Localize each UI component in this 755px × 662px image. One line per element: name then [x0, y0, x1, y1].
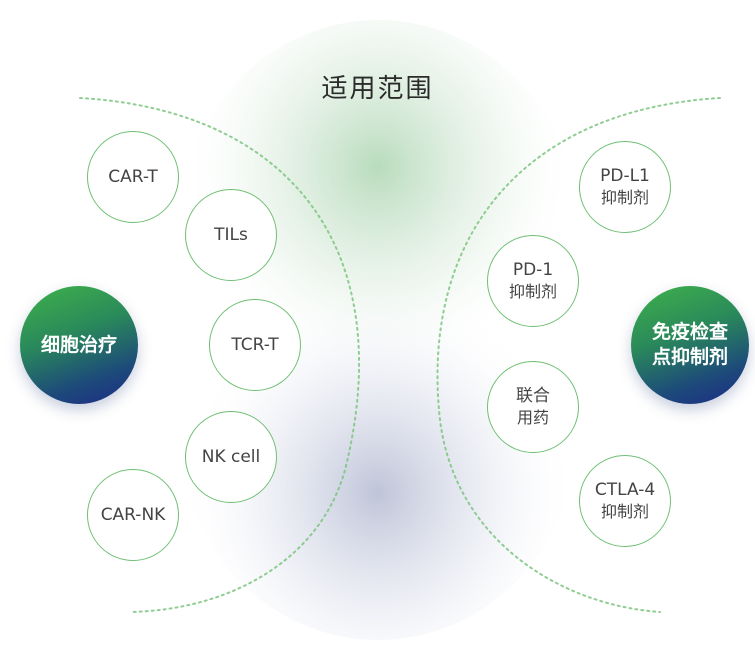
item-label-line1: 联合 — [516, 386, 550, 406]
item-car-t: CAR-T — [87, 131, 179, 223]
hub-label-line2: 点抑制剂 — [651, 346, 728, 368]
item-label-line1: PD-1 — [512, 260, 554, 280]
item-label-line1: PD-L1 — [600, 166, 650, 186]
item-label: TCR-T — [231, 335, 279, 355]
item-combination-therapy: 联合 用药 — [487, 361, 579, 453]
item-label: CAR-T — [108, 167, 158, 187]
item-pd-l1-inhibitor: PD-L1 抑制剂 — [579, 141, 671, 233]
right-dotted-arc — [436, 97, 721, 613]
item-label: NK cell — [201, 447, 261, 467]
item-nk-cell: NK cell — [185, 411, 277, 503]
left-dotted-arc — [79, 97, 360, 613]
hub-label-line1: 免疫检查 — [651, 321, 728, 343]
section-title: 适用范围 — [321, 74, 434, 104]
hub-label: 细胞治疗 — [40, 333, 117, 356]
item-label: CAR-NK — [100, 505, 166, 525]
item-tcr-t: TCR-T — [209, 299, 301, 391]
item-label-line2: 抑制剂 — [600, 188, 649, 207]
item-label-line2: 抑制剂 — [508, 282, 557, 301]
item-tils: TILs — [185, 189, 277, 281]
item-label-line1: CTLA-4 — [594, 480, 656, 500]
hub-checkpoint-inhibitors: 免疫检查 点抑制剂 — [631, 286, 749, 404]
hub-cell-therapy: 细胞治疗 — [20, 286, 138, 404]
item-label-line2: 用药 — [516, 408, 549, 427]
item-label-line2: 抑制剂 — [600, 502, 649, 521]
item-ctla-4-inhibitor: CTLA-4 抑制剂 — [579, 455, 671, 547]
item-car-nk: CAR-NK — [87, 469, 179, 561]
item-pd-1-inhibitor: PD-1 抑制剂 — [487, 235, 579, 327]
item-label: TILs — [214, 225, 248, 245]
